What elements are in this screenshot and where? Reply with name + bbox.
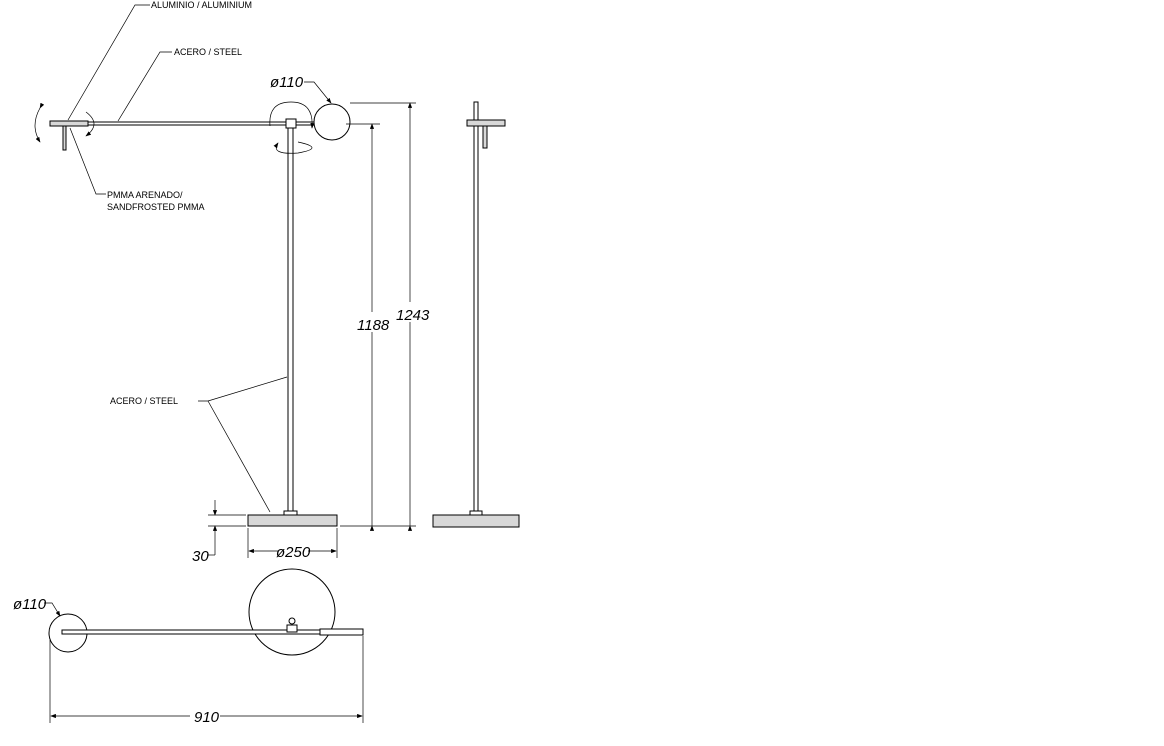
dim-arm-height: 1188 [357,317,390,334]
rotate-arrow-icon [269,101,315,129]
leader-line [69,127,106,195]
base [247,514,338,527]
dim-total-height: 1243 [396,307,430,324]
tilt-arrow-icon [34,102,45,143]
base-outline [248,568,336,656]
label-steel-pole: ACERO / STEEL [110,396,178,406]
rotate-arrow-icon [273,141,313,154]
dim-base-diameter: ø250 [276,544,311,561]
label-aluminium: ALUMINIO / ALUMINIUM [151,0,252,10]
leader-line [304,81,332,104]
side-view [432,101,520,528]
leader-line [67,4,150,121]
dim-base-thickness: 30 [192,548,209,565]
label-pmma-en: SANDFROSTED PMMA [107,202,205,212]
dim-total-length: 910 [194,709,220,726]
leader-line [117,51,172,122]
dim-head-diameter: ø110 [270,74,304,91]
steel-arm [87,121,347,126]
base-collar [283,510,298,516]
dim-head-diameter-top: ø110 [13,596,47,613]
front-view: ALUMINIO / ALUMINIUM ACERO / STEEL PMMA … [34,0,430,565]
leader-line [207,400,271,513]
pivot-joint [285,118,297,129]
label-pmma: PMMA ARENADO/ [107,190,183,200]
steel-pole [287,127,294,516]
pmma-diffuser [62,125,67,151]
label-steel-arm: ACERO / STEEL [174,47,242,57]
counterweight-head [313,103,351,141]
rotate-arrow-icon [85,111,95,137]
top-view: ø110 910 [13,568,364,726]
aluminium-head-left [49,120,89,127]
leader-line [198,376,288,402]
